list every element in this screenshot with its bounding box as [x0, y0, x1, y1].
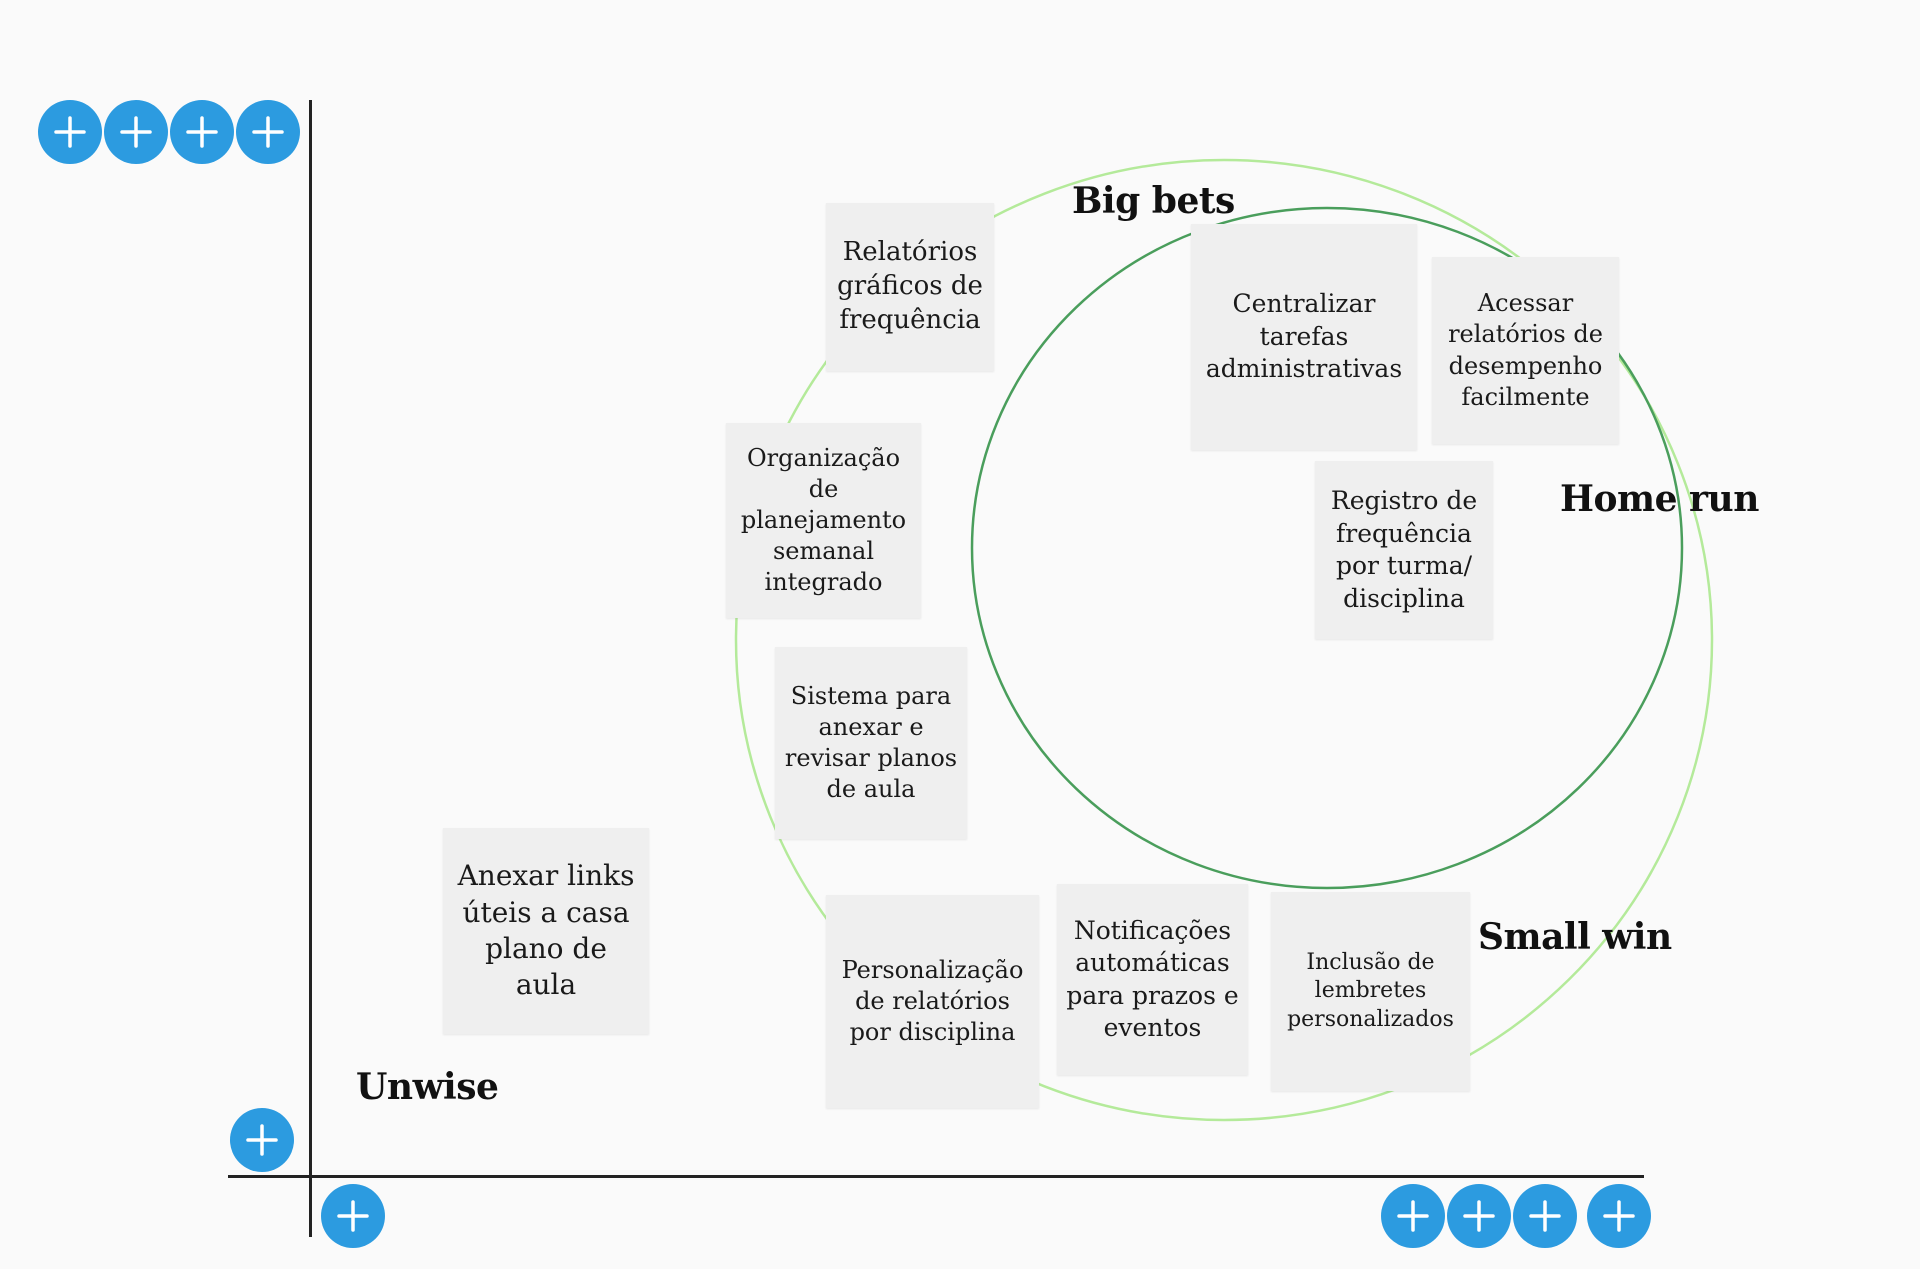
add-button[interactable] [1587, 1184, 1651, 1248]
note-text: Personalização de relatórios por discipl… [841, 955, 1024, 1047]
label-big-bets: Big bets [1072, 180, 1235, 222]
label-unwise: Unwise [356, 1066, 499, 1108]
plus-icon [120, 116, 152, 148]
note-text: Acessar relatórios de desempenho facilme… [1448, 289, 1603, 411]
plus-icon [246, 1124, 278, 1156]
plus-icon [337, 1200, 369, 1232]
note-sistema-anexar[interactable]: Sistema para anexar e revisar planos de … [775, 647, 967, 839]
add-button[interactable] [321, 1184, 385, 1248]
note-text: Inclusão de lembretes personalizados [1287, 949, 1454, 1032]
note-centralizar-tarefas[interactable]: Centralizar tarefas administrativas [1191, 224, 1417, 450]
add-button[interactable] [236, 100, 300, 164]
vertical-axis [309, 100, 312, 1237]
note-anexar-links[interactable]: Anexar links úteis a casa plano de aula [443, 828, 649, 1034]
add-button[interactable] [1447, 1184, 1511, 1248]
note-text: Relatórios gráficos de frequência [837, 237, 983, 335]
add-button[interactable] [104, 100, 168, 164]
add-button[interactable] [1513, 1184, 1577, 1248]
note-text: Sistema para anexar e revisar planos de … [784, 681, 958, 804]
note-organizacao-planejamento[interactable]: Organização de planejamento semanal inte… [726, 423, 921, 618]
add-button[interactable] [170, 100, 234, 164]
add-button[interactable] [38, 100, 102, 164]
add-button[interactable] [230, 1108, 294, 1172]
plus-icon [252, 116, 284, 148]
note-inclusao-lembretes[interactable]: Inclusão de lembretes personalizados [1271, 892, 1470, 1091]
horizontal-axis [228, 1175, 1644, 1178]
note-registro-frequencia[interactable]: Registro de frequência por turma/ discip… [1315, 461, 1493, 639]
add-button[interactable] [1381, 1184, 1445, 1248]
label-home-run: Home run [1560, 478, 1759, 520]
label-small-win: Small win [1478, 916, 1672, 958]
note-relatorios-graficos[interactable]: Relatórios gráficos de frequência [826, 203, 994, 371]
note-text: Organização de planejamento semanal inte… [740, 443, 907, 597]
note-text: Centralizar tarefas administrativas [1205, 289, 1403, 384]
note-personalizacao-relatorios[interactable]: Personalização de relatórios por discipl… [826, 895, 1039, 1108]
note-text: Notificações automáticas para prazos e e… [1066, 915, 1239, 1043]
plus-icon [54, 116, 86, 148]
note-acessar-relatorios[interactable]: Acessar relatórios de desempenho facilme… [1432, 257, 1619, 444]
note-text: Registro de frequência por turma/ discip… [1330, 486, 1478, 613]
note-text: Anexar links úteis a casa plano de aula [457, 859, 635, 1002]
plus-icon [1463, 1200, 1495, 1232]
plus-icon [186, 116, 218, 148]
plus-icon [1603, 1200, 1635, 1232]
note-notificacoes-automaticas[interactable]: Notificações automáticas para prazos e e… [1057, 884, 1248, 1075]
plus-icon [1529, 1200, 1561, 1232]
plus-icon [1397, 1200, 1429, 1232]
